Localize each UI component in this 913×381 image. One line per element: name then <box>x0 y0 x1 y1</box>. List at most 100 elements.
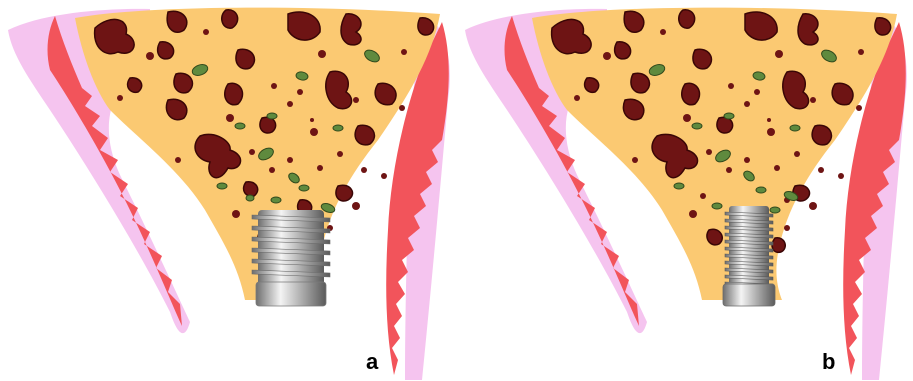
marrow-space-small <box>399 105 405 111</box>
blood-vessel <box>246 195 254 201</box>
marrow-space-small <box>249 149 255 155</box>
marrow-space-small <box>784 225 790 231</box>
marrow-space-small <box>317 165 323 171</box>
blood-vessel <box>770 207 780 213</box>
dental-implant <box>252 210 330 306</box>
marrow-space <box>585 78 599 93</box>
marrow-space-small <box>774 165 780 171</box>
blood-vessel <box>267 113 277 119</box>
marrow-space-small <box>574 95 580 101</box>
blood-vessel <box>333 125 343 131</box>
marrow-space-small <box>310 118 314 122</box>
marrow-space <box>624 11 644 32</box>
marrow-space-small <box>767 128 775 136</box>
marrow-space <box>336 185 353 201</box>
panel-a: a <box>0 0 456 381</box>
marrow-space-small <box>269 167 275 173</box>
marrow-space <box>225 83 243 104</box>
marrow-space <box>798 14 818 45</box>
marrow-space-small <box>700 193 706 199</box>
marrow-space <box>679 10 695 28</box>
marrow-space-small <box>660 29 666 35</box>
marrow-space-small <box>287 101 293 107</box>
marrow-space <box>682 83 700 104</box>
marrow-space <box>222 10 238 28</box>
marrow-space-small <box>287 157 293 163</box>
panel-label-a: a <box>366 350 378 374</box>
marrow-space-small <box>353 97 359 103</box>
marrow-space-small <box>401 49 407 55</box>
blood-vessel <box>299 185 309 191</box>
marrow-space-small <box>683 114 691 122</box>
marrow-space <box>623 99 643 120</box>
marrow-space-small <box>226 114 234 122</box>
marrow-space-small <box>754 89 760 95</box>
marrow-space-small <box>818 167 824 173</box>
marrow-space-small <box>175 157 181 163</box>
marrow-space <box>631 73 650 93</box>
marrow-space-small <box>706 149 712 155</box>
marrow-space <box>236 49 255 69</box>
marrow-space <box>717 117 733 133</box>
bone-diagram-b <box>457 0 913 381</box>
marrow-space-small <box>744 101 750 107</box>
blood-vessel <box>692 123 702 129</box>
blood-vessel <box>712 203 722 209</box>
marrow-space-small <box>361 167 367 173</box>
marrow-space-small <box>767 118 771 122</box>
marrow-space-small <box>689 210 697 218</box>
marrow-space <box>693 49 712 69</box>
blood-vessel <box>790 125 800 131</box>
marrow-space <box>260 117 276 133</box>
marrow-space-small <box>318 50 326 58</box>
marrow-space-small <box>232 210 240 218</box>
marrow-space <box>174 73 193 93</box>
marrow-space-small <box>726 167 732 173</box>
blood-vessel <box>724 113 734 119</box>
panel-b: b <box>457 0 913 381</box>
blood-vessel <box>235 123 245 129</box>
marrow-space <box>772 238 785 253</box>
implant-collar <box>723 284 775 306</box>
marrow-space <box>615 42 631 59</box>
marrow-space-small <box>838 173 844 179</box>
marrow-space <box>167 11 187 32</box>
marrow-space-small <box>203 29 209 35</box>
marrow-space <box>166 99 186 120</box>
marrow-space <box>707 229 722 245</box>
blood-vessel <box>756 187 766 193</box>
marrow-space-small <box>744 157 750 163</box>
marrow-space-small <box>810 97 816 103</box>
blood-vessel <box>674 183 684 189</box>
implant-collar <box>256 282 326 306</box>
marrow-space-small <box>337 151 343 157</box>
marrow-space <box>341 14 361 45</box>
marrow-space-small <box>603 52 611 60</box>
marrow-space-small <box>858 49 864 55</box>
marrow-space-small <box>381 173 387 179</box>
marrow-space <box>875 18 891 35</box>
marrow-space-small <box>352 202 360 210</box>
blood-vessel <box>271 197 281 203</box>
marrow-space <box>244 182 258 197</box>
marrow-space-small <box>632 157 638 163</box>
marrow-space <box>812 125 831 145</box>
marrow-space <box>158 42 174 59</box>
marrow-space <box>355 125 374 145</box>
marrow-space-small <box>146 52 154 60</box>
bone-diagram-a <box>0 0 456 381</box>
marrow-space <box>418 18 434 35</box>
marrow-space <box>832 83 853 104</box>
marrow-space-small <box>809 202 817 210</box>
marrow-space <box>375 83 396 104</box>
marrow-space <box>128 78 142 93</box>
dental-implant <box>723 206 775 306</box>
panel-label-b: b <box>822 350 835 374</box>
marrow-space-small <box>728 83 734 89</box>
blood-vessel <box>217 183 227 189</box>
marrow-space-small <box>775 50 783 58</box>
marrow-space-small <box>271 83 277 89</box>
marrow-space-small <box>297 89 303 95</box>
marrow-space-small <box>310 128 318 136</box>
marrow-space-small <box>117 95 123 101</box>
